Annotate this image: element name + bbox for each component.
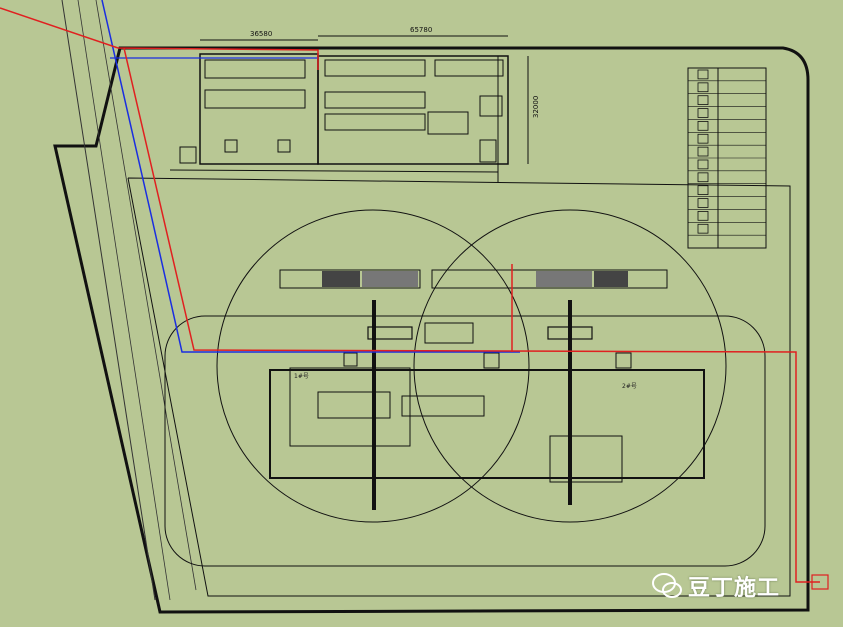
- watermark-text: 豆丁施工: [688, 576, 781, 601]
- legend-symbol: [697, 159, 709, 170]
- legend-symbol: [697, 69, 709, 80]
- road-line: [61, 0, 156, 601]
- office-room: [479, 139, 497, 163]
- legend-symbol: [697, 133, 709, 144]
- legend-symbol: [697, 198, 709, 208]
- material-yard-hatch: [322, 271, 360, 287]
- hoist-pad: [367, 326, 413, 340]
- office-room: [277, 139, 291, 153]
- material-yard-hatch: [594, 271, 628, 287]
- legend-symbol: [697, 146, 709, 157]
- legend-symbol: [697, 223, 709, 234]
- office-room: [479, 95, 503, 117]
- power-line: [0, 7, 319, 70]
- camp-fence: [169, 169, 499, 173]
- gate-box: [615, 352, 632, 369]
- material-yard: [279, 269, 421, 289]
- watermark: 豆丁施工: [652, 566, 827, 606]
- legend-symbol: [697, 172, 709, 183]
- crane-radius-circle-left: [216, 209, 530, 523]
- material-yard: [431, 269, 668, 289]
- legend-symbol: [697, 82, 709, 93]
- office-room: [324, 91, 426, 109]
- office-room: [324, 113, 426, 131]
- material-yard-hatch: [362, 271, 418, 287]
- building-core: [401, 395, 485, 417]
- water-supply-line: [101, 0, 520, 353]
- wechat-icon: [652, 572, 682, 600]
- office-room: [434, 59, 504, 77]
- office-room: [324, 59, 426, 77]
- legend-rows: [688, 69, 766, 236]
- building-core: [289, 367, 411, 447]
- legend-symbol: [697, 211, 709, 221]
- site-boundary: [53, 46, 810, 614]
- office-room: [204, 89, 306, 109]
- road-line: [77, 0, 171, 601]
- dimension-label: 65780: [410, 26, 432, 34]
- power-line: [123, 47, 820, 583]
- office-room: [427, 111, 469, 135]
- building-core: [317, 391, 391, 419]
- gate-box: [343, 352, 358, 367]
- building-footprint: [269, 369, 705, 479]
- legend-symbol: [697, 121, 709, 131]
- gate-box: [483, 352, 500, 369]
- inner-road-ring: [164, 315, 766, 567]
- material-yard-hatch: [536, 271, 592, 287]
- legend-symbol: [697, 95, 709, 105]
- power-box: [811, 574, 829, 590]
- office-box: [424, 322, 474, 344]
- inner-road: [127, 177, 791, 597]
- legend-symbol: [697, 108, 709, 118]
- dimension-label: 36580: [250, 30, 272, 38]
- office-block: [199, 53, 319, 165]
- crane-radius-circle-right: [413, 209, 727, 523]
- dimension-label: 32000: [532, 96, 540, 118]
- hoist-pad: [547, 326, 593, 340]
- office-room: [204, 59, 306, 79]
- building-core: [549, 435, 623, 483]
- office-room: [224, 139, 238, 153]
- gate-house: [179, 146, 197, 164]
- office-block: [317, 55, 509, 165]
- zone-label-right: 2#号: [622, 383, 637, 390]
- legend-symbol: [697, 185, 709, 195]
- road-line: [95, 0, 197, 591]
- zone-label-left: 1#号: [294, 373, 309, 380]
